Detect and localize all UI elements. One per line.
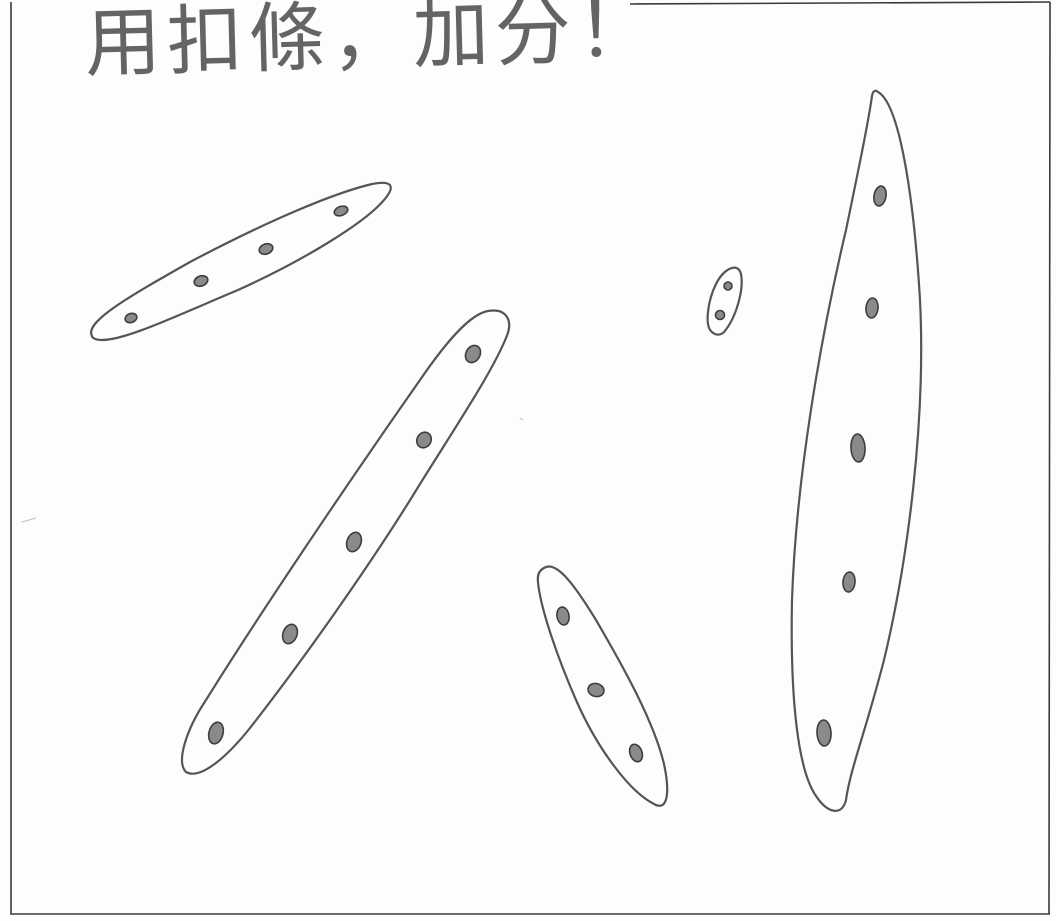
bean — [842, 571, 856, 593]
bean — [587, 682, 605, 698]
bean — [345, 531, 363, 553]
bean — [723, 281, 733, 291]
pod-long-diagonal — [181, 309, 511, 775]
bean — [865, 297, 879, 319]
bean — [333, 205, 349, 217]
bean — [258, 242, 274, 256]
pod-outline — [536, 565, 669, 807]
bean — [207, 721, 225, 745]
paper-speck — [519, 417, 524, 421]
bean — [816, 719, 832, 747]
bean — [556, 606, 570, 626]
pod-top-left — [90, 181, 392, 342]
bean — [850, 433, 866, 463]
bean — [464, 344, 482, 364]
page-border — [10, 1, 1051, 915]
bean — [193, 274, 209, 288]
pod-outline — [706, 266, 743, 336]
bean — [873, 185, 887, 207]
handwritten-title: 用扣條，加分！ — [83, 0, 660, 88]
bean — [124, 312, 138, 324]
bean — [628, 743, 644, 763]
paper-speck — [21, 517, 37, 523]
pod-outline — [90, 181, 392, 342]
pod-tall-right — [790, 89, 923, 812]
pod-small — [706, 266, 743, 336]
bean — [281, 623, 299, 645]
pod-outline — [181, 309, 511, 775]
pod-outline — [790, 89, 923, 812]
bean — [415, 431, 433, 449]
pod-bottom-middle — [536, 565, 669, 807]
page-border-right — [1048, 1, 1051, 915]
bean — [714, 309, 726, 321]
